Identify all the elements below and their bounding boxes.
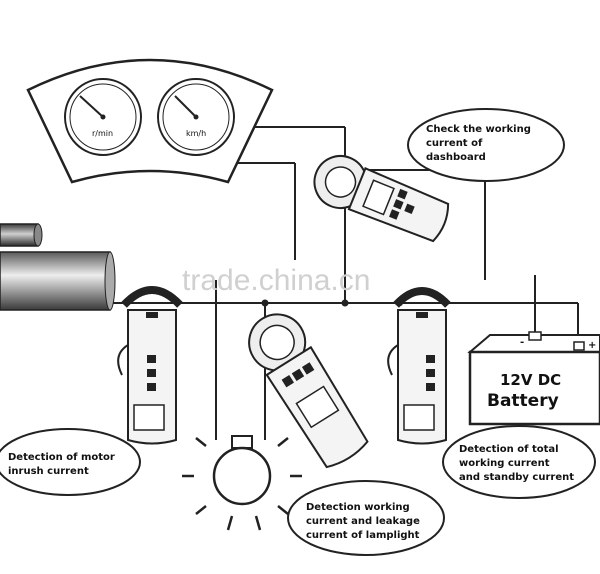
battery-title: Battery	[487, 391, 559, 411]
speedometer-gauge: km/h	[157, 78, 235, 156]
callout-lamplight-line-2: current and leakage	[306, 516, 420, 527]
battery-positive-label: +	[588, 340, 596, 351]
callout-motor: Detection of motor inrush current	[0, 428, 141, 496]
callout-total-line-3: and standby current	[459, 472, 574, 483]
clamp-meter-lamplight	[248, 313, 369, 469]
battery-voltage-label: 12V DC	[500, 371, 561, 389]
clamp-meter-total	[387, 287, 451, 445]
tachometer-label: r/min	[92, 129, 113, 138]
clamp-meter-motor	[117, 286, 183, 445]
callout-total-line-2: working current	[459, 458, 550, 469]
callout-dashboard: Check the working current of dashboard	[407, 108, 565, 182]
callout-total: Detection of total working current and s…	[442, 425, 596, 499]
motor-shaft	[0, 223, 43, 247]
callout-dashboard-line-3: dashboard	[426, 152, 486, 163]
battery: - + 12V DC Battery	[467, 331, 600, 426]
dashboard-panel: r/min km/h	[26, 58, 274, 184]
motor-body	[0, 251, 116, 311]
callout-motor-line-1: Detection of motor	[8, 452, 115, 463]
callout-lamplight-line-1: Detection working	[306, 502, 410, 513]
clamp-meter-dashboard	[313, 155, 450, 243]
callout-motor-line-2: inrush current	[8, 466, 89, 477]
callout-lamplight-line-3: current of lamplight	[306, 530, 420, 541]
callout-total-line-1: Detection of total	[459, 444, 559, 455]
watermark: trade.china.cn	[182, 264, 370, 297]
lamp-bulb	[182, 435, 302, 531]
battery-negative-label: -	[520, 337, 524, 348]
tachometer-gauge: r/min	[64, 78, 142, 156]
callout-dashboard-line-2: current of	[426, 138, 483, 149]
callout-dashboard-line-1: Check the working	[426, 124, 531, 135]
callout-lamplight: Detection working current and leakage cu…	[287, 480, 445, 556]
speedometer-label: km/h	[186, 129, 206, 138]
